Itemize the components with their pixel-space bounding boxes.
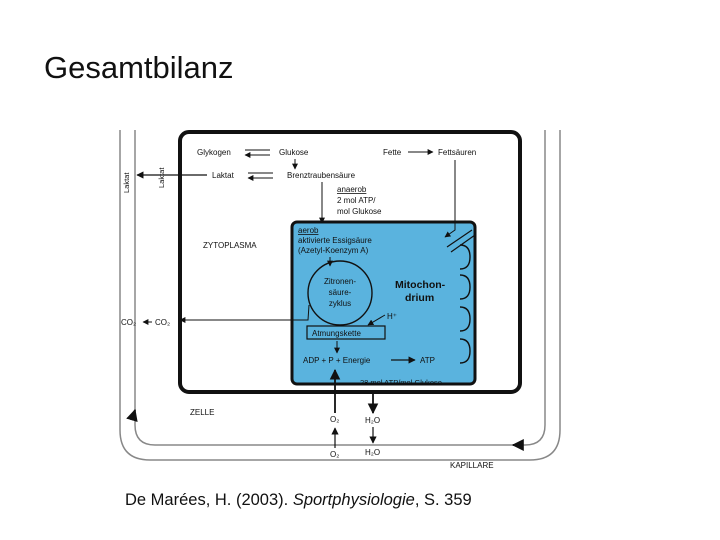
zitronen-label-1: Zitronen-: [324, 277, 356, 286]
laktat-outer-label: Laktat: [122, 172, 131, 193]
h2o-top-label: H₂O: [365, 416, 380, 425]
glykogen-glukose-arrows: [245, 150, 270, 155]
source-caption: De Marées, H. (2003). Sportphysiologie, …: [125, 491, 472, 510]
zitronen-label-2: säure-: [329, 288, 352, 297]
atp-label: ATP: [420, 356, 435, 365]
anaerob-glukose-label: mol Glukose: [337, 207, 382, 216]
o2-top-label: O₂: [330, 415, 339, 424]
co2-inner-label: CO₂: [155, 318, 170, 327]
kapillare-label: KAPILLARE: [450, 461, 494, 470]
o2-bottom-label: O₂: [330, 450, 339, 459]
caption-book: Sportphysiologie: [293, 491, 415, 509]
mitochondrium-label-1: Mitochon-: [395, 279, 446, 291]
adp-equation-label: ADP + P + Energie: [303, 356, 371, 365]
laktat-brenztraube-arrows: [248, 173, 273, 178]
mitochondrium-label-2: drium: [405, 292, 434, 304]
caption-pages: , S. 359: [415, 491, 472, 509]
co2-outer-label: CO₂: [121, 318, 136, 327]
glukose-label: Glukose: [279, 148, 309, 157]
zyklus-to-co2-line: [180, 305, 309, 320]
atp-yield-label: 28 mol ATP/mol Glukose: [360, 378, 442, 387]
caption-authors: De Marées, H. (2003).: [125, 491, 293, 509]
slide-title: Gesamtbilanz: [44, 50, 234, 86]
laktat-label: Laktat: [212, 171, 235, 180]
laktat-inner-label: Laktat: [157, 167, 166, 188]
h2o-bottom-label: H₂O: [365, 448, 380, 457]
anaerob-atp-label: 2 mol ATP/: [337, 196, 376, 205]
azetyl-label: (Azetyl-Koenzym A): [298, 246, 369, 255]
anaerob-label: anaerob: [337, 185, 367, 194]
fette-label: Fette: [383, 148, 402, 157]
essigsaeure-label: aktivierte Essigsäure: [298, 236, 372, 245]
zelle-label: ZELLE: [190, 408, 214, 417]
h-plus-label: H⁺: [387, 312, 397, 321]
zitronen-label-3: zyklus: [329, 299, 351, 308]
aerob-label: aerob: [298, 226, 319, 235]
atmungskette-label: Atmungskette: [312, 329, 361, 338]
fettsaeuren-label: Fettsäuren: [438, 148, 476, 157]
glykogen-label: Glykogen: [197, 148, 231, 157]
brenztraubensaeure-label: Brenztraubensäure: [287, 171, 356, 180]
zytoplasma-label: ZYTOPLASMA: [203, 241, 257, 250]
metabolism-diagram: Laktat Laktat Glykogen Glukose Fette Fet…: [115, 125, 565, 475]
